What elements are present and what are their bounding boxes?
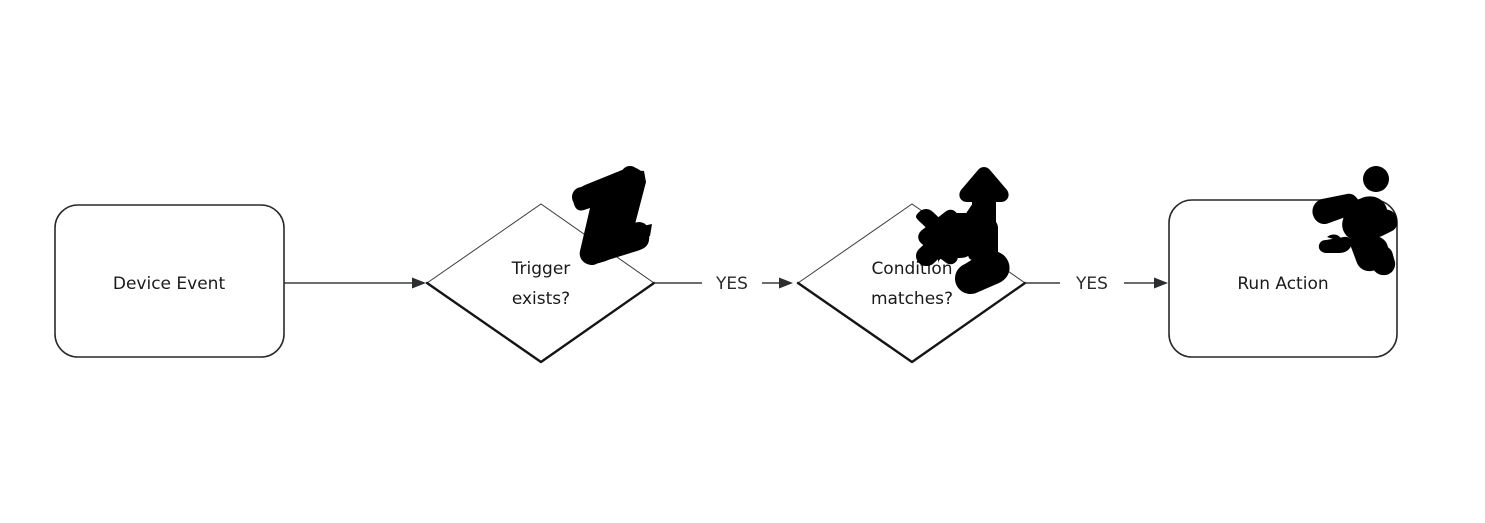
bolt-cap-top <box>621 166 639 184</box>
runner-head <box>1363 166 1389 192</box>
fork-down-tail <box>955 250 1010 294</box>
runner-rear-arm <box>1312 193 1361 225</box>
fork-left-connector <box>950 213 990 236</box>
branch-fork-arrow-icon <box>916 167 1010 294</box>
lightning-bolt-fill2 <box>576 170 652 264</box>
arrowhead-3 <box>1154 277 1168 289</box>
device-event-label: Device Event <box>113 274 226 294</box>
run-action-label: Run Action <box>1237 274 1328 294</box>
runner-trailing-foot <box>1318 236 1352 253</box>
runner-front-arm <box>1365 209 1398 238</box>
trigger-exists-diamond-shadow <box>425 281 656 364</box>
device-event-box[interactable] <box>54 204 285 358</box>
fork-left-triangle-round <box>918 209 958 265</box>
condition-matches-label-line1: Condition <box>871 259 952 279</box>
bolt-cap-left <box>572 187 592 207</box>
condition-matches-label-line2: matches? <box>871 289 953 309</box>
trigger-exists-label-line1: Trigger <box>511 259 571 279</box>
condition-matches-diamond-shadow <box>796 281 1027 364</box>
arrowhead-2 <box>779 277 793 289</box>
bolt-cap-bottom <box>583 247 601 265</box>
running-person-icon <box>1312 166 1398 276</box>
trigger-exists-label-line2: exists? <box>512 289 570 309</box>
edge-condition-to-action: YES <box>1025 274 1168 294</box>
node-device-event[interactable]: Device Event <box>54 204 285 358</box>
edge-trigger-to-condition: YES <box>654 274 793 294</box>
edge-label-yes-1: YES <box>715 274 748 294</box>
edge-device-to-trigger <box>284 277 426 289</box>
fork-up-arrowhead-round <box>959 167 1009 202</box>
runner-shin <box>1370 245 1396 276</box>
lightning-bolt-icon <box>572 166 652 265</box>
bolt-cap-right <box>629 222 649 242</box>
arrowhead-1 <box>412 277 426 289</box>
edge-label-yes-2: YES <box>1075 274 1108 294</box>
